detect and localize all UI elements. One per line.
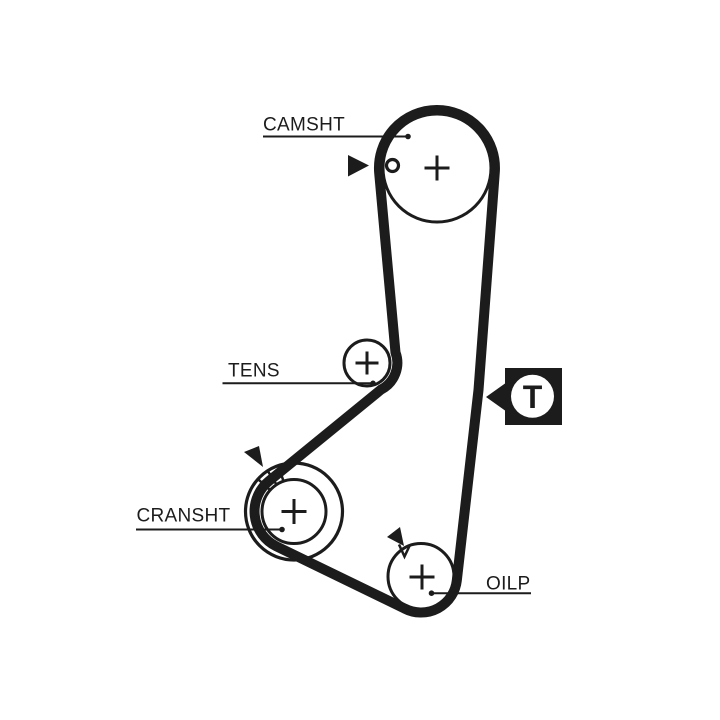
camshaft-center-mark (424, 155, 450, 181)
tensioner-marker-circle (511, 374, 554, 418)
tensioner-marker-letter: T (523, 379, 543, 415)
crankshaft-callout: CRANSHT (136, 506, 285, 533)
tensioner-leader-dot (370, 380, 376, 387)
tensioner-callout: TENS (222, 361, 376, 387)
oil-pump-callout: OILP (428, 574, 531, 596)
camshaft-timing-mark (384, 157, 401, 174)
oil-pump-leader-dot (428, 590, 435, 596)
camshaft-callout: CAMSHT (263, 115, 411, 140)
crankshaft-leader-dot (279, 526, 285, 533)
crankshaft-label: CRANSHT (137, 506, 231, 527)
tensioner-direction-marker: T (486, 368, 562, 425)
oil-pump-timing-notch (397, 543, 411, 560)
oil-pump-label: OILP (486, 574, 531, 595)
tensioner-marker-arrow-icon (486, 383, 505, 411)
crankshaft-center-mark (281, 499, 307, 524)
oil-pump-center-mark (409, 564, 435, 590)
crankshaft-timing-arrow-icon (244, 446, 263, 467)
oil-pump-timing-arrow-icon (387, 527, 404, 546)
crankshaft-pulley-group (243, 461, 345, 562)
tensioner-center-mark (355, 351, 379, 375)
camshaft-label: CAMSHT (263, 115, 345, 136)
tensioner-label: TENS (228, 361, 280, 382)
timing-belt (249, 105, 500, 618)
camshaft-leader-dot (405, 133, 411, 140)
camshaft-timing-arrow-icon (348, 155, 369, 177)
tensioner-pulley-group (342, 338, 392, 388)
